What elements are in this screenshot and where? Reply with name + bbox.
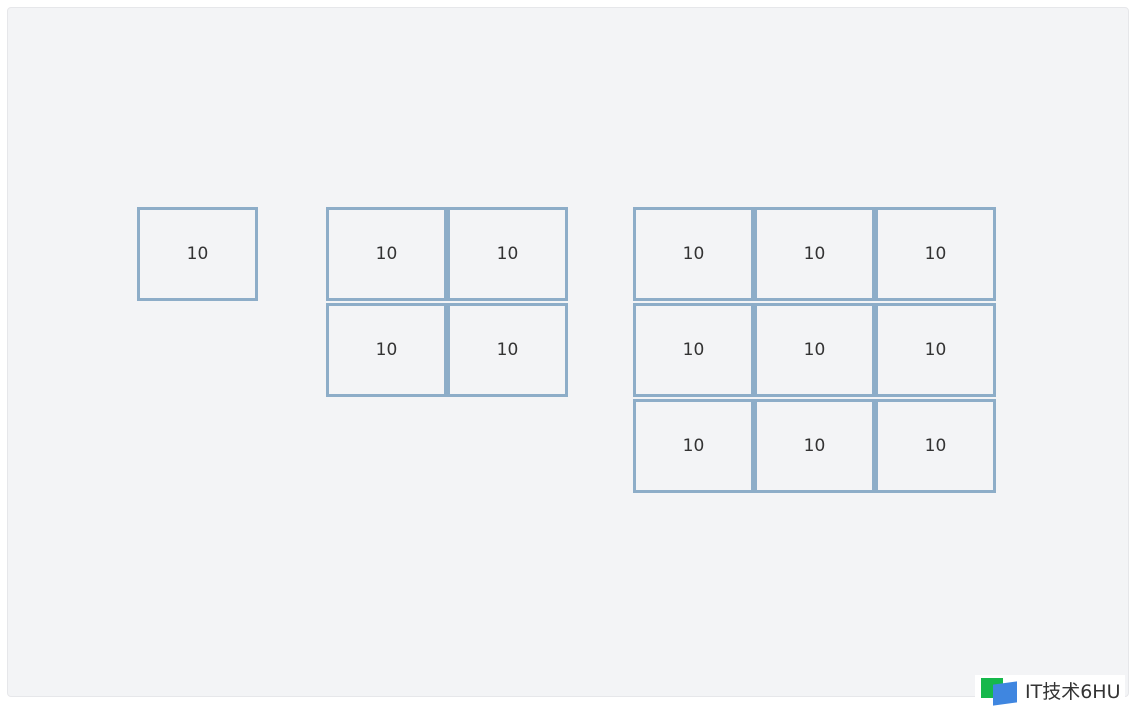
grid-cell: 10 xyxy=(447,207,568,301)
grid-cell: 10 xyxy=(633,399,754,493)
grid-cell: 10 xyxy=(875,399,996,493)
grid-cell: 10 xyxy=(633,207,754,301)
watermark: IT技术6HU xyxy=(975,675,1125,706)
grid-cell: 10 xyxy=(326,303,447,397)
grid-cell: 10 xyxy=(754,399,875,493)
grid-cell: 10 xyxy=(633,303,754,397)
grid-cell: 10 xyxy=(875,207,996,301)
logo-icon xyxy=(979,677,1019,706)
grid-cell: 10 xyxy=(447,303,568,397)
canvas-panel xyxy=(7,7,1129,697)
grid-cell: 10 xyxy=(754,207,875,301)
watermark-text: IT技术6HU xyxy=(1025,681,1121,703)
grid-cell: 10 xyxy=(326,207,447,301)
grid-cell: 10 xyxy=(754,303,875,397)
grid-cell: 10 xyxy=(875,303,996,397)
grid-cell: 10 xyxy=(137,207,258,301)
